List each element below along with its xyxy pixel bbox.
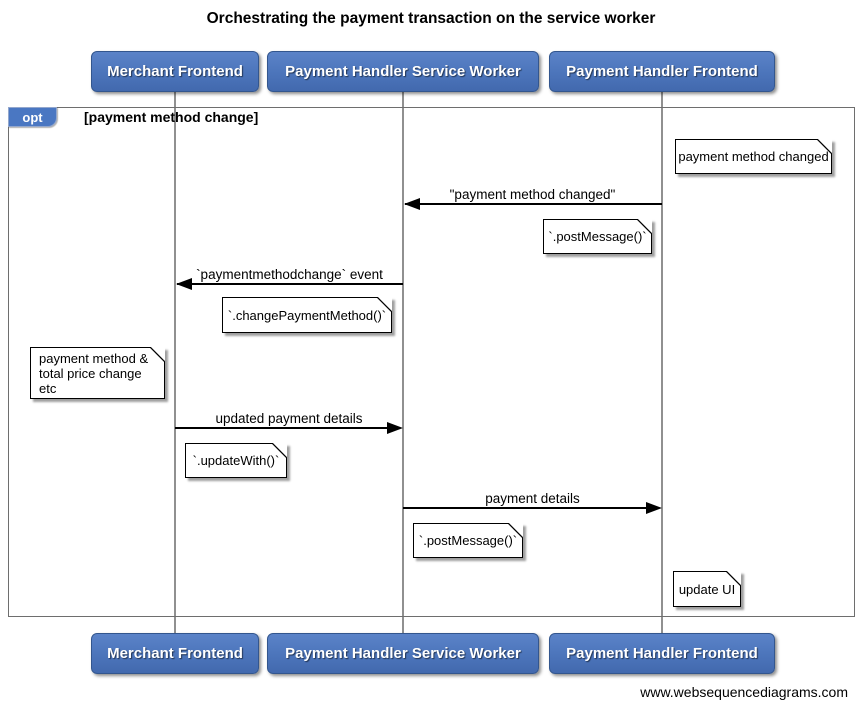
actor-label: Merchant Frontend [107, 645, 243, 662]
note-updatewith: `.updateWith()` [185, 443, 287, 478]
actor-label: Merchant Frontend [107, 63, 243, 80]
note-payment-method-changed: payment method changed [675, 139, 832, 174]
lifeline-merchant-frontend [174, 92, 176, 633]
arrowhead-left-icon [404, 198, 420, 210]
note-postmessage-upper: `.postMessage()` [543, 219, 652, 254]
note-text: `.changePaymentMethod()` [227, 307, 387, 323]
actor-box-payment-handler-service-worker-top: Payment Handler Service Worker [267, 51, 539, 92]
note-text: update UI [678, 581, 736, 597]
actor-box-merchant-frontend-top: Merchant Frontend [91, 51, 259, 92]
message-label: "payment method changed" [449, 187, 616, 202]
message-label: `paymentmethodchange` event [196, 267, 383, 282]
note-payment-method-total-price: payment method & total price change etc [30, 347, 165, 399]
note-postmessage-lower: `.postMessage()` [413, 523, 523, 558]
note-fold-icon [817, 139, 832, 154]
lifeline-payment-handler-service-worker [402, 92, 404, 633]
actor-box-merchant-frontend-bottom: Merchant Frontend [91, 633, 259, 674]
opt-fragment-frame [8, 107, 855, 617]
opt-fragment-operator: opt [8, 107, 57, 127]
message-label: payment details [485, 491, 580, 506]
note-text: `.postMessage()` [418, 533, 518, 548]
message-label: updated payment details [215, 411, 363, 426]
note-fold-icon [272, 443, 287, 458]
message-line [175, 427, 389, 429]
actor-label: Payment Handler Service Worker [285, 63, 521, 80]
watermark-link[interactable]: www.websequencediagrams.com [640, 684, 848, 700]
actor-box-payment-handler-frontend-bottom: Payment Handler Frontend [549, 633, 775, 674]
actor-label: Payment Handler Frontend [566, 645, 758, 662]
message-line [403, 507, 648, 509]
message-line [405, 203, 662, 205]
note-text: payment method changed [678, 149, 829, 164]
note-text: `.postMessage()` [548, 229, 647, 244]
note-fold-icon [726, 571, 741, 586]
opt-fragment-condition: [payment method change] [84, 109, 259, 125]
note-fold-icon [637, 219, 652, 234]
lifeline-payment-handler-frontend [661, 92, 663, 633]
arrowhead-left-icon [176, 278, 192, 290]
note-text: `.updateWith()` [192, 453, 280, 468]
note-fold-icon [508, 523, 523, 538]
actor-box-payment-handler-service-worker-bottom: Payment Handler Service Worker [267, 633, 539, 674]
note-changepaymentmethod: `.changePaymentMethod()` [222, 297, 392, 333]
message-line [177, 283, 403, 285]
actor-box-payment-handler-frontend-top: Payment Handler Frontend [549, 51, 775, 92]
arrowhead-right-icon [646, 502, 662, 514]
actor-label: Payment Handler Frontend [566, 63, 758, 80]
note-update-ui: update UI [673, 571, 741, 607]
note-fold-icon [150, 347, 165, 362]
actor-label: Payment Handler Service Worker [285, 645, 521, 662]
note-text: payment method & total price change etc [39, 350, 149, 396]
diagram-title: Orchestrating the payment transaction on… [206, 10, 656, 27]
arrowhead-right-icon [387, 422, 403, 434]
note-fold-icon [377, 297, 392, 312]
